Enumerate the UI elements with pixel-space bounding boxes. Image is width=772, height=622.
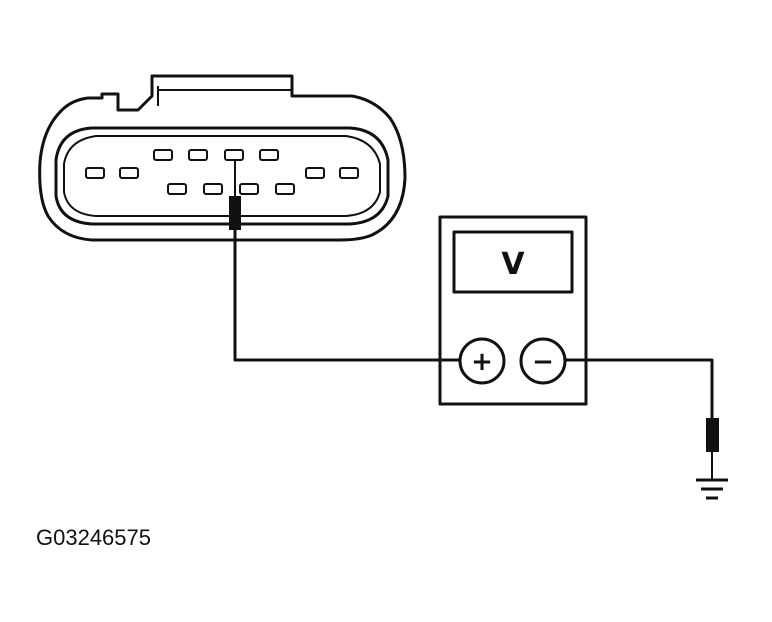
connector [38, 74, 407, 242]
pin-row-bottom [167, 183, 295, 195]
pin-cavity [203, 183, 223, 195]
pin-cavity [239, 183, 259, 195]
positive-probe [229, 160, 241, 230]
positive-lead-wire [233, 228, 461, 362]
pin-cavity [224, 149, 244, 161]
pin-cavity [85, 167, 105, 179]
pin-cavity [167, 183, 187, 195]
negative-lead-wire [564, 358, 714, 420]
connector-housing [38, 74, 407, 242]
pin-cavity [259, 149, 279, 161]
connector-face-inner [63, 135, 381, 217]
voltmeter-body [438, 215, 588, 406]
pin-cavity [153, 149, 173, 161]
positive-terminal-symbol: + [471, 347, 493, 377]
connector-face [54, 126, 390, 226]
figure-id: G03246575 [36, 525, 151, 550]
connector-latch [157, 86, 292, 106]
pin-cavity [339, 167, 359, 179]
probe-body [229, 196, 241, 230]
negative-terminal-symbol: − [532, 347, 554, 377]
pin-cavity [275, 183, 295, 195]
pin-cavity [119, 167, 139, 179]
voltmeter-display-unit: V [501, 247, 525, 282]
negative-terminal [519, 337, 567, 385]
pin-row-middle [85, 167, 359, 179]
negative-probe [706, 418, 719, 480]
voltmeter: V + − [438, 215, 588, 406]
pin-cavity [305, 167, 325, 179]
ground-icon [696, 478, 728, 500]
voltmeter-display [452, 230, 574, 294]
pin-row-top [153, 149, 279, 161]
positive-terminal [458, 337, 506, 385]
pin-cavity [188, 149, 208, 161]
ground-probe-body [706, 418, 719, 452]
